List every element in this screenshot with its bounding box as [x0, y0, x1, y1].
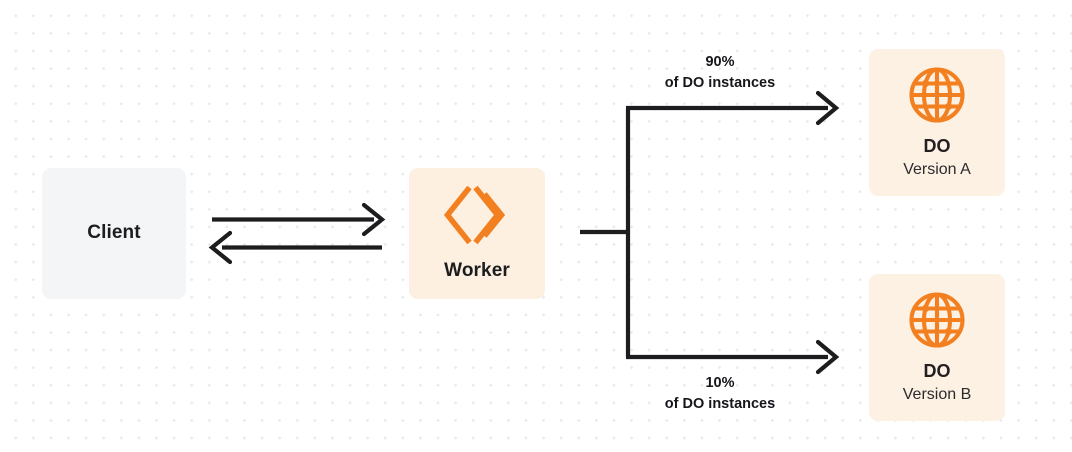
- node-do-version-a-label: DO: [923, 136, 951, 157]
- edge-label-do-b-percent: 10%: [705, 375, 735, 391]
- edge-label-do-a-percent: 90%: [705, 54, 735, 70]
- edge-label-do-a-description: of DO instances: [664, 75, 776, 92]
- edge-client-to-worker: [212, 202, 386, 237]
- globe-icon: [907, 290, 967, 350]
- edge-label-do-b: 10% of DO instances: [620, 373, 820, 415]
- node-client[interactable]: Client: [42, 168, 186, 299]
- node-do-version-a[interactable]: DO Version A: [869, 49, 1005, 196]
- node-do-version-a-sublabel: Version A: [903, 161, 971, 179]
- edge-worker-to-client: [208, 230, 382, 265]
- cloudflare-workers-icon: [443, 184, 510, 246]
- node-worker-label: Worker: [444, 260, 510, 282]
- node-do-version-b-sublabel: Version B: [902, 386, 972, 404]
- node-do-version-b-label: DO: [923, 361, 951, 382]
- edge-branch-trunk: [580, 108, 631, 357]
- node-client-label: Client: [87, 222, 141, 244]
- edge-label-do-a: 90% of DO instances: [620, 52, 820, 94]
- node-do-version-b[interactable]: DO Version B: [869, 274, 1005, 421]
- node-worker[interactable]: Worker: [409, 168, 545, 299]
- edge-worker-to-do-a: [626, 90, 840, 126]
- edge-worker-to-do-b: [626, 339, 840, 375]
- globe-icon: [907, 65, 967, 125]
- edge-label-do-b-description: of DO instances: [664, 396, 776, 413]
